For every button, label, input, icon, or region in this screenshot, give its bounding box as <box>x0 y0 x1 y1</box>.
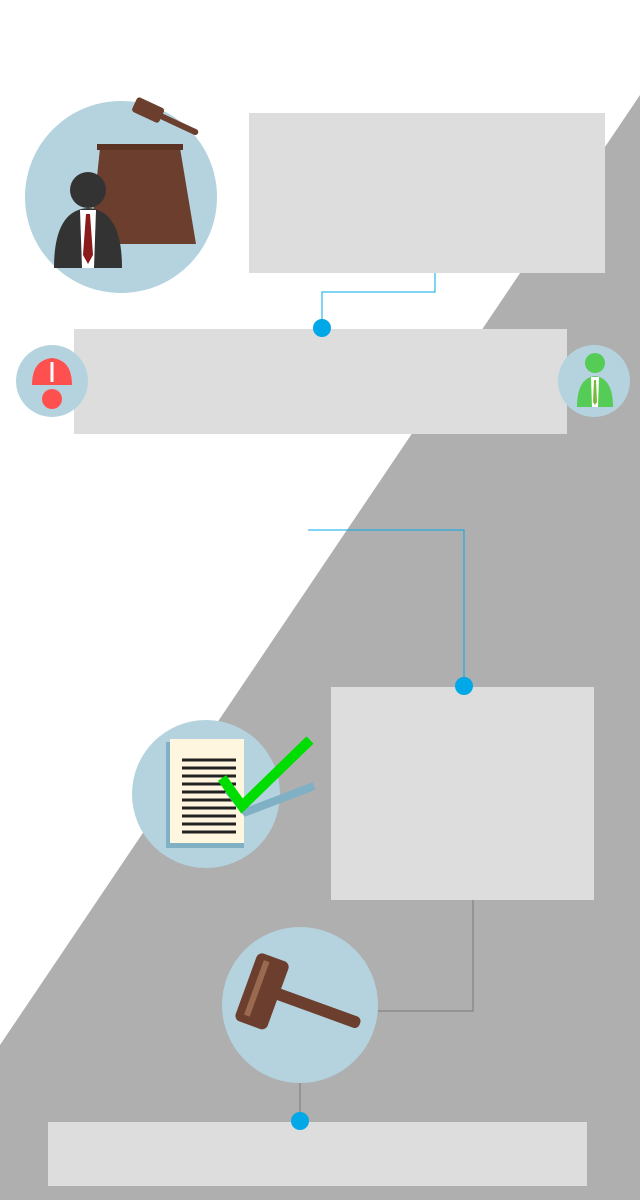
judge-icon <box>25 97 217 293</box>
connector-2 <box>308 529 465 686</box>
approved-person-icon <box>558 345 630 417</box>
connector-dot-2 <box>455 677 473 695</box>
connector-dot-1 <box>313 319 331 337</box>
box-second <box>74 329 567 434</box>
connector-1 <box>321 273 436 328</box>
connector-3 <box>378 900 474 1012</box>
box-bottom <box>48 1122 587 1186</box>
warning-person-icon <box>16 345 88 417</box>
connector-dot-4 <box>291 1112 309 1130</box>
document-check-icon <box>132 720 316 868</box>
box-top <box>249 113 605 273</box>
gavel-icon <box>222 927 378 1083</box>
box-middle <box>331 687 594 900</box>
